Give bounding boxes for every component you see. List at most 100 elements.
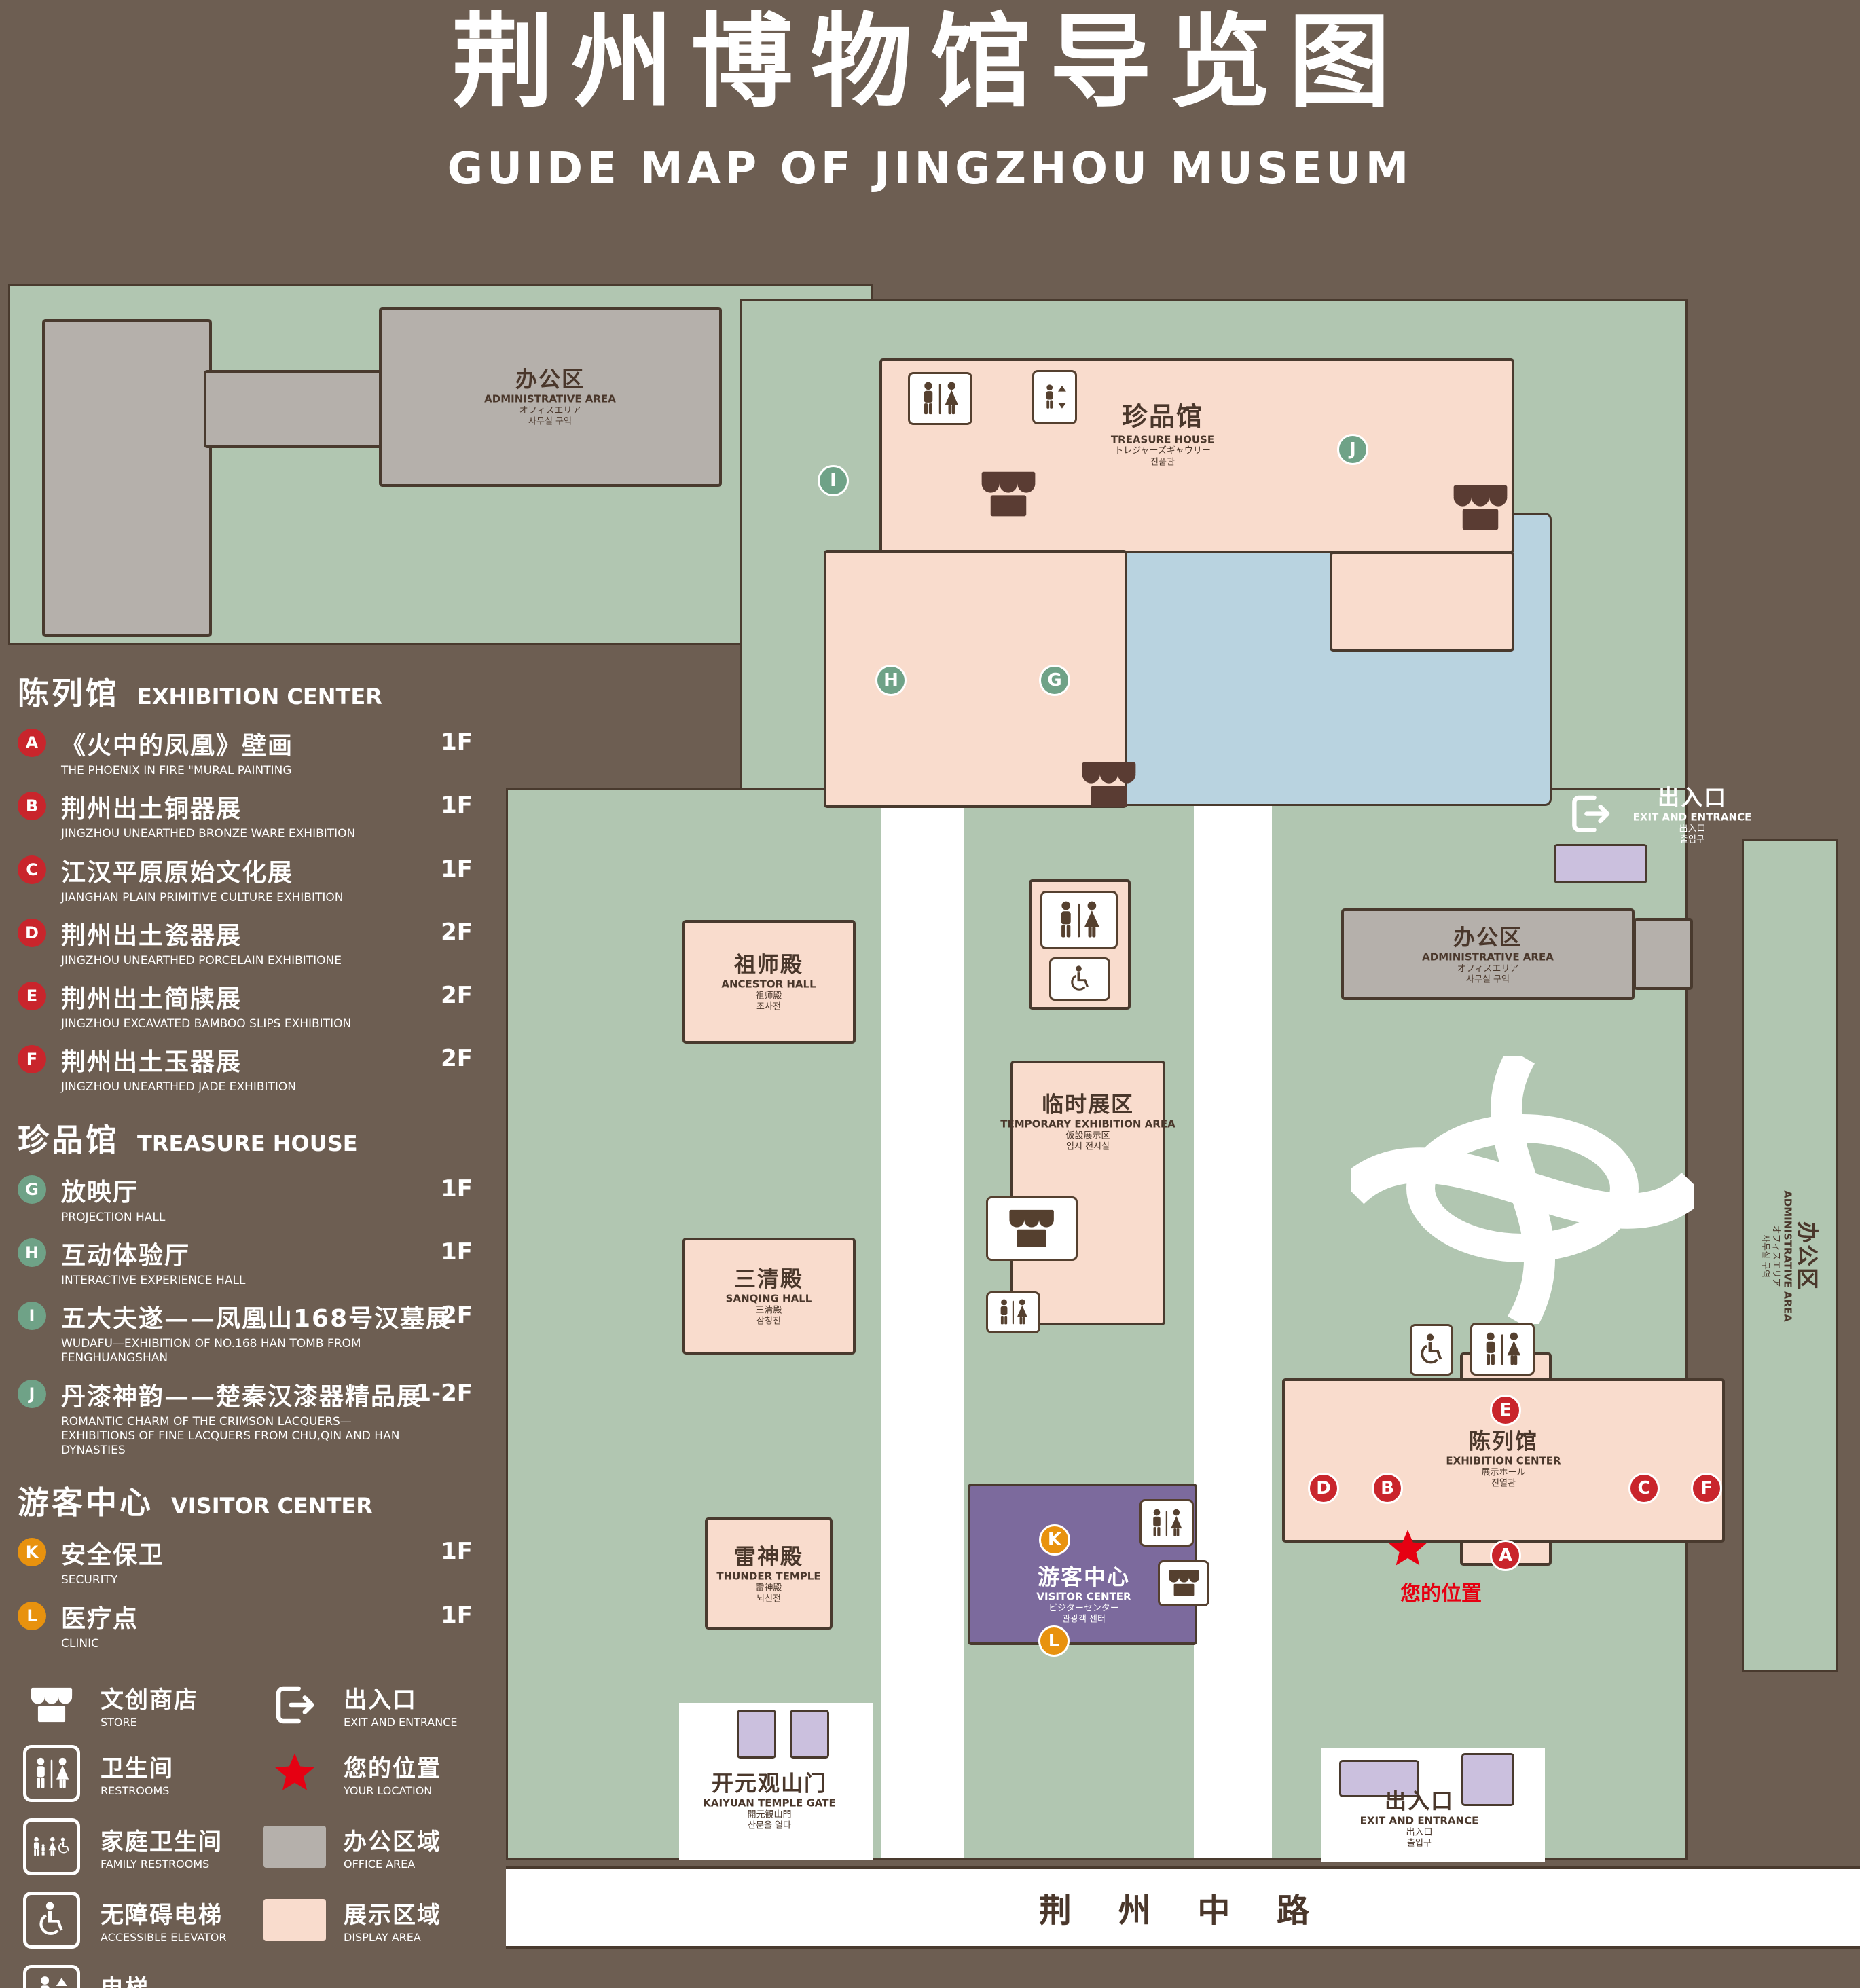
exit-structure	[1554, 844, 1647, 883]
restroom-icon	[908, 372, 972, 425]
admin-middle-label: 办公区 ADMINISTRATIVE AREA オフィスエリア 사무실 구역	[1422, 924, 1554, 985]
legend-marker-g: G	[18, 1175, 46, 1204]
temporary-exhibition-building	[1010, 1061, 1165, 1325]
floor-badge: 1F	[441, 729, 473, 756]
kaiyuan-gate-label: 开元观山门 KAIYUAN TEMPLE GATE 開元観山門 산문을 열다	[703, 1770, 836, 1831]
legend-section-exhibition-center: 陈列馆 EXHIBITION CENTER	[18, 675, 382, 712]
restroom-icon	[18, 1744, 86, 1802]
kaiyuan-gate-post	[790, 1710, 829, 1759]
floor-badge: 2F	[441, 1302, 473, 1329]
map-marker-a: A	[1490, 1540, 1521, 1571]
exhibition-center-label: 陈列馆 EXHIBITION CENTER 展示ホール 진열관	[1446, 1428, 1561, 1489]
store-icon	[1450, 482, 1511, 533]
map-marker-f: F	[1691, 1473, 1722, 1504]
map-marker-e: E	[1490, 1395, 1521, 1426]
exit-structure	[1461, 1753, 1514, 1806]
admin-building-topleft	[379, 307, 722, 487]
exit-bottom-label: 出入口 EXIT AND ENTRANCE 出入口 출입구	[1360, 1788, 1479, 1849]
walkway	[1194, 790, 1272, 1858]
family-restroom-icon	[18, 1818, 86, 1875]
treasure-house-building	[824, 550, 1127, 808]
legend-marker-k: K	[18, 1538, 46, 1567]
legend-marker-d: D	[18, 918, 46, 947]
ancestor-hall-building	[682, 920, 856, 1044]
legend-section-visitor-center: 游客中心 VISITOR CENTER	[18, 1484, 373, 1522]
legend-marker-h: H	[18, 1238, 46, 1267]
exit-structure	[1339, 1760, 1419, 1797]
elevator-icon	[18, 1964, 86, 1988]
restroom-icon	[1139, 1499, 1194, 1547]
page-title: 荆州博物馆导览图	[452, 3, 1408, 122]
map-zone-right-strip	[1742, 839, 1838, 1672]
exit-icon	[261, 1684, 329, 1726]
elevator-icon	[1032, 370, 1077, 424]
accessible-restroom-icon	[1049, 957, 1110, 1001]
thunder-temple-building	[705, 1517, 833, 1630]
floor-badge: 1F	[441, 1538, 473, 1566]
floor-badge: 2F	[441, 1045, 473, 1073]
floor-badge: 1F	[441, 855, 473, 883]
legend-marker-c: C	[18, 855, 46, 884]
page-subtitle: GUIDE MAP OF JINGZHOU MUSEUM	[447, 144, 1413, 194]
treasure-house-building	[879, 358, 1514, 553]
legend-marker-a: A	[18, 729, 46, 757]
store-icon	[1078, 759, 1139, 810]
restroom-icon	[986, 1291, 1040, 1333]
restroom-icon	[1040, 891, 1118, 949]
map-marker-k: K	[1039, 1524, 1070, 1556]
legend-marker-i: I	[18, 1302, 46, 1330]
legend-marker-e: E	[18, 982, 46, 1010]
store-icon	[978, 468, 1039, 519]
admin-building-middle	[1341, 908, 1635, 1000]
admin-right-label: 办公区 ADMINISTRATIVE AREA オフィスエリア 사무실 구역	[1759, 1190, 1821, 1322]
map-marker-b: B	[1372, 1473, 1403, 1504]
map-marker-g: G	[1039, 665, 1070, 696]
legend-marker-f: F	[18, 1045, 46, 1074]
admin-building-topleft	[42, 319, 212, 637]
sanqing-hall-building	[682, 1238, 856, 1355]
legend-section-treasure-house: 珍品馆 TREASURE HOUSE	[18, 1121, 358, 1158]
map-marker-j: J	[1337, 434, 1368, 465]
your-location-star-icon	[1387, 1529, 1429, 1570]
floor-badge: 1F	[441, 1175, 473, 1202]
kaiyuan-gate-post	[737, 1710, 776, 1759]
map-marker-d: D	[1308, 1473, 1339, 1504]
sanqing-hall-label: 三清殿 SANQING HALL 三清殿 삼청전	[725, 1266, 812, 1327]
visitor-center-label: 游客中心 VISITOR CENTER ビジターセンター 관광객 센터	[1036, 1564, 1131, 1625]
legend-marker-l: L	[18, 1601, 46, 1630]
accessible-elevator-icon	[1410, 1324, 1453, 1376]
road-jingzhou-middle-road: 荆 州 中 路	[506, 1866, 1860, 1949]
treasure-house-label: 珍品馆 TREASURE HOUSE トレジャーズギャウリー 진품관	[1110, 401, 1215, 468]
map-marker-i: I	[818, 465, 849, 496]
treasure-house-building	[1330, 551, 1514, 652]
store-icon	[18, 1684, 86, 1726]
temporary-exhibition-label: 临时展区 TEMPORARY EXHIBITION AREA 仮設展示区 임시 …	[1000, 1091, 1175, 1152]
admin-building-middle	[1633, 918, 1693, 990]
your-location-star-icon	[261, 1752, 329, 1794]
floor-badge: 1F	[441, 1601, 473, 1629]
floor-badge: 1F	[441, 792, 473, 820]
garden-paths	[1338, 1048, 1707, 1332]
legend-symbol-elevator: 电梯Elevator	[18, 1964, 261, 1988]
